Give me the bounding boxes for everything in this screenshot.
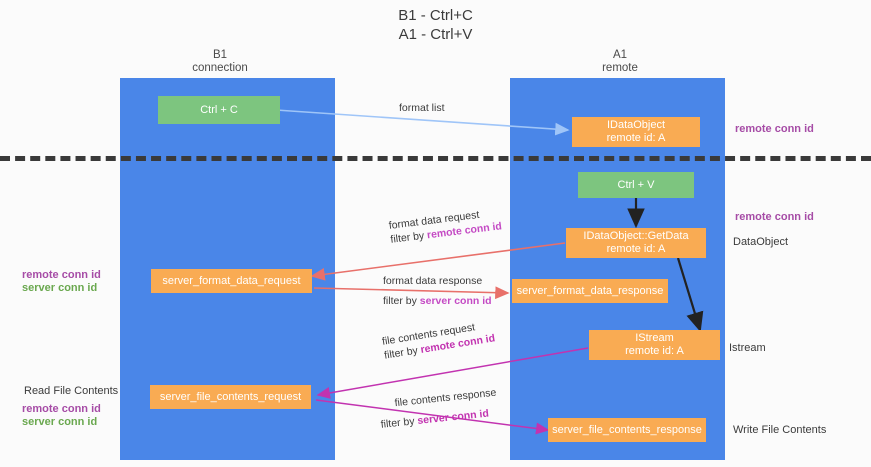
column-header-b1-role: connection bbox=[192, 62, 248, 74]
side-label-istream: Istream bbox=[729, 342, 766, 354]
box-idataobject-getdata[interactable]: IDataObject::GetData remote id: A bbox=[566, 228, 706, 258]
label-format-data-response-filter: filter by server conn id bbox=[383, 294, 492, 308]
box-ctrl-v-label: Ctrl + V bbox=[617, 178, 655, 191]
box-idataobject-line2: remote id: A bbox=[606, 132, 666, 144]
section-divider bbox=[0, 156, 871, 161]
label-format-data-request: format data request filter by remote con… bbox=[388, 205, 503, 246]
box-istream-line1: IStream bbox=[635, 332, 674, 344]
box-istream-line2: remote id: A bbox=[625, 345, 684, 357]
page-title: B1 - Ctrl+C A1 - Ctrl+V bbox=[0, 6, 871, 44]
box-server-format-data-request[interactable]: server_format_data_request bbox=[151, 269, 312, 293]
box-idataobject-line1: IDataObject bbox=[606, 119, 666, 131]
box-server-file-contents-response-label: server_file_contents_response bbox=[552, 423, 702, 436]
title-line-1: B1 - Ctrl+C bbox=[398, 7, 473, 24]
label-format-data-response-text: format data response bbox=[383, 275, 483, 287]
label-format-data-response: format data response filter by server co… bbox=[383, 274, 492, 308]
column-header-a1-role: remote bbox=[602, 62, 638, 74]
column-header-b1: B1 connection bbox=[140, 49, 300, 75]
filter-id: server conn id bbox=[416, 407, 490, 427]
label-file-contents-response: file contents response filter by server … bbox=[378, 386, 499, 432]
box-getdata-line2: remote id: A bbox=[606, 243, 666, 255]
column-header-a1: A1 remote bbox=[540, 49, 700, 75]
side-label-read-file-contents: Read File Contents bbox=[24, 385, 119, 397]
box-getdata-line1: IDataObject::GetData bbox=[583, 230, 689, 242]
column-header-b1-name: B1 bbox=[212, 49, 228, 61]
box-server-file-contents-request-label: server_file_contents_request bbox=[159, 390, 302, 403]
filter-prefix: filter by bbox=[380, 415, 419, 431]
box-idataobject[interactable]: IDataObject remote id: A bbox=[572, 117, 700, 147]
box-server-file-contents-request[interactable]: server_file_contents_request bbox=[150, 385, 311, 409]
filter-prefix: filter by bbox=[383, 295, 420, 307]
side-label-left-remote-conn-id-2: remote conn id bbox=[22, 403, 101, 415]
box-ctrl-c[interactable]: Ctrl + C bbox=[158, 96, 280, 124]
side-label-dataobject: DataObject bbox=[733, 236, 789, 248]
box-server-format-data-response[interactable]: server_format_data_response bbox=[512, 279, 668, 303]
side-label-remote-conn-id-mid: remote conn id bbox=[735, 211, 814, 223]
box-istream[interactable]: IStream remote id: A bbox=[589, 330, 720, 360]
side-label-left-remote-conn-id: remote conn id bbox=[22, 269, 101, 281]
box-server-file-contents-response[interactable]: server_file_contents_response bbox=[548, 418, 706, 442]
box-server-format-data-response-label: server_format_data_response bbox=[516, 284, 664, 297]
box-server-format-data-request-label: server_format_data_request bbox=[162, 274, 301, 287]
box-ctrl-v[interactable]: Ctrl + V bbox=[578, 172, 694, 198]
label-file-contents-request: file contents request filter by remote c… bbox=[381, 317, 496, 362]
filter-prefix: filter by bbox=[389, 229, 428, 246]
title-line-2: A1 - Ctrl+V bbox=[398, 26, 473, 43]
label-format-list: format list bbox=[399, 102, 445, 114]
side-label-left-server-conn-id-2: server conn id bbox=[22, 416, 98, 428]
filter-id: server conn id bbox=[419, 295, 492, 307]
box-ctrl-c-label: Ctrl + C bbox=[200, 103, 238, 116]
side-label-left-server-conn-id: server conn id bbox=[22, 282, 98, 294]
side-label-remote-conn-id-top: remote conn id bbox=[735, 123, 814, 135]
side-label-write-file-contents: Write File Contents bbox=[733, 424, 827, 436]
column-header-a1-name: A1 bbox=[612, 49, 628, 61]
